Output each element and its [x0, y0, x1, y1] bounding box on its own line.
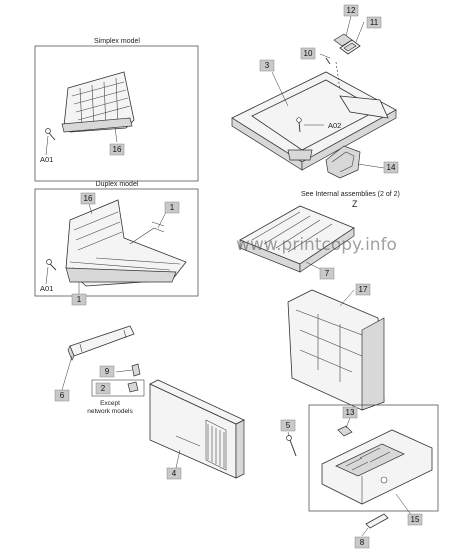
callout-5: 5 — [280, 419, 296, 432]
control-panel-part-15 — [321, 429, 433, 505]
watermark: www.printcopy.info — [236, 235, 397, 255]
svg-text:12: 12 — [347, 6, 356, 15]
svg-text:13: 13 — [346, 408, 355, 417]
svg-text:7: 7 — [325, 269, 330, 278]
callout-11: 11 — [366, 16, 382, 29]
callout-9: 9 — [99, 365, 115, 378]
svg-text:3: 3 — [265, 61, 270, 70]
svg-text:16: 16 — [113, 145, 122, 154]
duplex-frame — [34, 188, 199, 297]
duplex-a01-label: A01 — [40, 284, 53, 293]
simplex-duplex-guide-part — [61, 71, 135, 133]
duplex-screw-a01 — [46, 259, 57, 271]
strip-part-6 — [67, 325, 135, 361]
svg-text:10: 10 — [304, 49, 313, 58]
callout-12: 12 — [343, 4, 359, 17]
side-cover-part-4 — [149, 379, 245, 479]
light-pipe-part-8 — [365, 513, 389, 529]
except-note-1: Except — [100, 400, 120, 407]
part-10-pin — [325, 57, 341, 91]
front-panel-frame — [308, 404, 439, 512]
callout-4: 4 — [166, 467, 182, 480]
callout-1-upper: 1 — [164, 201, 180, 214]
simplex-frame — [34, 45, 199, 182]
svg-text:8: 8 — [360, 538, 365, 547]
callout-16-simplex: 16 — [109, 143, 125, 156]
callout-6: 6 — [54, 389, 70, 402]
latch-part-14 — [325, 145, 361, 179]
svg-text:2: 2 — [101, 384, 106, 393]
panel-part-13 — [337, 425, 353, 437]
duplex-caption: Duplex model — [96, 181, 139, 188]
callout-15: 15 — [407, 513, 423, 526]
svg-text:5: 5 — [286, 421, 291, 430]
svg-text:9: 9 — [105, 367, 110, 376]
part-2-clip — [127, 381, 139, 393]
part-9-clip — [131, 363, 141, 377]
svg-text:1: 1 — [77, 295, 82, 304]
svg-text:17: 17 — [359, 285, 368, 294]
svg-text:1: 1 — [170, 203, 175, 212]
svg-text:11: 11 — [370, 18, 379, 27]
callout-14: 14 — [383, 161, 399, 174]
duplex-guide-part — [65, 199, 187, 287]
svg-text:6: 6 — [60, 391, 65, 400]
except-note-2: network models — [87, 408, 133, 415]
part-2-group-box — [91, 379, 145, 397]
side-frame-part-17 — [287, 289, 385, 411]
tray-part-7 — [239, 205, 355, 273]
callout-10: 10 — [300, 47, 316, 60]
svg-text:16: 16 — [84, 194, 93, 203]
callout-8: 8 — [354, 536, 370, 549]
screw-part-5 — [286, 435, 297, 457]
part-11-panel — [339, 39, 361, 55]
a02-label: A02 — [328, 121, 341, 130]
screw-a02 — [296, 117, 302, 133]
svg-text:15: 15 — [411, 515, 420, 524]
top-cover-part-3 — [231, 71, 397, 171]
svg-text:14: 14 — [387, 163, 396, 172]
see-internal-note: See Internal assemblies (2 of 2) — [301, 191, 400, 198]
simplex-screw-a01 — [45, 128, 56, 141]
z-marker: Z — [352, 199, 358, 209]
svg-text:4: 4 — [172, 469, 177, 478]
callout-3: 3 — [259, 59, 275, 72]
simplex-a01-label: A01 — [40, 155, 53, 164]
callout-13: 13 — [342, 406, 358, 419]
callout-7: 7 — [319, 267, 335, 280]
callout-2: 2 — [95, 382, 111, 395]
simplex-caption: Simplex model — [94, 38, 140, 45]
callout-16-duplex: 16 — [80, 192, 96, 205]
callout-17: 17 — [355, 283, 371, 296]
callout-1-lower: 1 — [71, 293, 87, 306]
